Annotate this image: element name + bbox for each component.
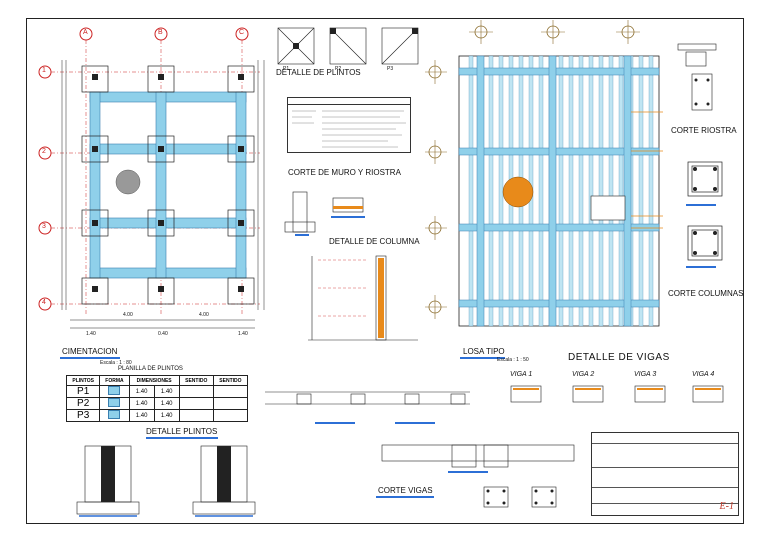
dim-b: 1.40: [153, 397, 180, 410]
riostra-section: [677, 43, 717, 111]
col-forma: FORMA: [99, 375, 130, 386]
dim-2: 4.00: [123, 312, 133, 318]
dim-a: 1.40: [128, 397, 155, 410]
detalle-columna-drawing: [308, 255, 418, 341]
dim-1: 1.40: [86, 331, 96, 337]
axis-label-C: C: [239, 29, 245, 36]
corte-vigas-underline: [376, 496, 434, 498]
sentido-x: [178, 409, 214, 422]
foundation-plan: [38, 27, 265, 329]
axis-label-1: 1: [42, 67, 46, 74]
col-plintos: PLINTOS: [65, 375, 101, 386]
axis-label-B: B: [158, 29, 163, 36]
corte-riostra-title: CORTE RIOSTRA: [671, 126, 737, 135]
sentido-y: [212, 385, 249, 398]
footing-sections: [76, 445, 256, 517]
vigas-sections: [510, 385, 724, 403]
plinto-tag-p2: P2: [335, 66, 342, 72]
col-dimensiones: DIMENSIONES: [128, 375, 180, 386]
title-block-row: [592, 487, 738, 488]
dim-a: 1.40: [128, 385, 155, 398]
table-row: P1 1.40 1.40: [65, 385, 249, 398]
planilla-table: PLINTOS FORMA DIMENSIONES SENTIDO SENTID…: [65, 375, 249, 422]
notes-text-lines: [292, 110, 406, 148]
table-row: P2 1.40 1.40: [65, 397, 249, 410]
dim-b: 1.40: [153, 385, 180, 398]
axis-label-A: A: [83, 29, 88, 36]
dim-4: 4.00: [199, 312, 209, 318]
notes-header: [288, 98, 410, 105]
dim-5: 1.40: [238, 331, 248, 337]
sheet-number: E-1: [719, 501, 734, 512]
forma-icon: [99, 397, 130, 410]
title-block-row: [592, 443, 738, 444]
planilla-header-row: PLINTOS FORMA DIMENSIONES SENTIDO SENTID…: [65, 375, 249, 386]
viga-3-label: VIGA 3: [634, 371, 657, 378]
column-sections: [686, 161, 723, 268]
plinto-tag-p3: P3: [387, 66, 394, 72]
table-row: P3 1.40 1.40: [65, 409, 249, 422]
dim-b: 1.40: [153, 409, 180, 422]
viga-2-label: VIGA 2: [572, 371, 595, 378]
plintos-detail-drawing: [277, 27, 419, 65]
corte-muro-drawing: [284, 191, 365, 236]
plintos-detail-title: DETALLE DE PLINTOS: [276, 68, 361, 77]
vigas-title: DETALLE DE VIGAS: [568, 352, 670, 363]
viga-4-label: VIGA 4: [692, 371, 715, 378]
plinto-name: P2: [65, 397, 101, 410]
plinto-name: P3: [65, 409, 101, 422]
sentido-y: [212, 397, 249, 410]
axis-label-4: 4: [42, 299, 46, 306]
forma-icon: [99, 385, 130, 398]
plinto-tag-p1: P1: [283, 66, 290, 72]
detalle-plintos-title: DETALLE PLINTOS: [146, 427, 218, 436]
losa-section: [265, 391, 470, 424]
corte-columnas-title: CORTE COLUMNAS: [668, 289, 744, 298]
sentido-x: [178, 385, 214, 398]
losa-scale: Escala : 1 : 50: [497, 357, 529, 363]
losa-title: LOSA TIPO: [463, 347, 505, 356]
dim-a: 1.40: [128, 409, 155, 422]
col-sentido-y: SENTIDO: [212, 375, 249, 386]
corte-vigas-title: CORTE VIGAS: [378, 486, 433, 495]
plinto-name: P1: [65, 385, 101, 398]
sheet-border: [26, 18, 744, 524]
axis-label-2: 2: [42, 148, 46, 155]
detalle-columna-title: DETALLE DE COLUMNA: [329, 237, 420, 246]
axis-label-3: 3: [42, 223, 46, 230]
losa-underline: [460, 357, 505, 359]
title-block-row: [592, 503, 738, 504]
general-notes-box: [287, 97, 411, 153]
planilla-title: PLANILLA DE PLINTOS: [118, 366, 183, 372]
col-sentido-x: SENTIDO: [178, 375, 214, 386]
cimentacion-title: CIMENTACION: [62, 347, 118, 356]
losa-plan: [425, 20, 663, 327]
sentido-x: [178, 397, 214, 410]
sentido-y: [212, 409, 249, 422]
detalle-plintos-underline: [146, 437, 218, 439]
forma-icon: [99, 409, 130, 422]
viga-1-label: VIGA 1: [510, 371, 533, 378]
title-block: E-1: [591, 432, 739, 516]
dim-3: 0.40: [158, 331, 168, 337]
title-block-row: [592, 467, 738, 468]
cimentacion-underline: [60, 357, 120, 359]
corte-muro-title: CORTE DE MURO Y RIOSTRA: [288, 168, 401, 177]
corte-vigas-drawing: [381, 444, 575, 508]
cimentacion-scale: Escala : 1 : 80: [100, 360, 132, 366]
